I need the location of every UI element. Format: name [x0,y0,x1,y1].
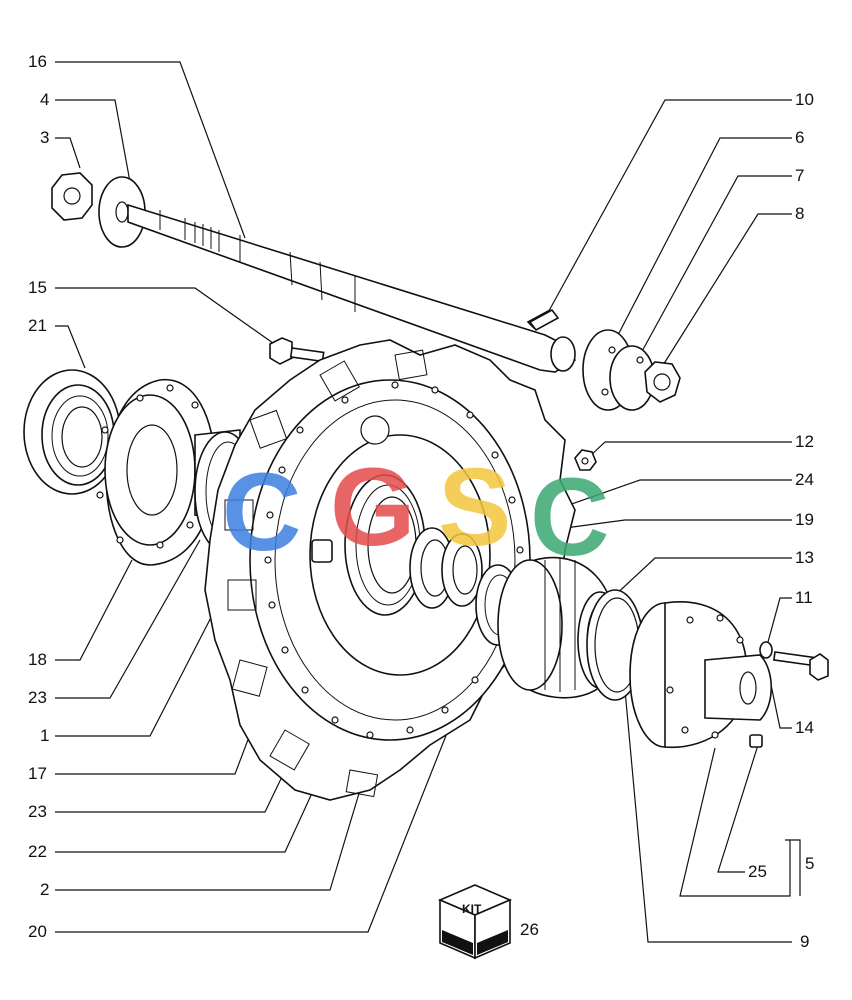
watermark-letter-g: G [330,446,416,569]
callout-23-b: 23 [28,802,47,821]
callout-labels: 16 4 3 15 21 18 23 1 17 23 22 2 20 10 6 … [28,52,814,951]
callout-13: 13 [795,548,814,567]
callout-26: 26 [520,920,539,939]
ring-nut-part-24 [409,527,483,609]
callout-10: 10 [795,90,814,109]
callout-16: 16 [28,52,47,71]
callout-11: 11 [795,588,813,607]
kit-box-icon: KIT [437,884,513,960]
callout-1: 1 [40,726,49,745]
dowel-part-25 [749,734,763,748]
washer-part-4 [98,176,146,248]
callout-8: 8 [795,204,804,223]
callout-24: 24 [795,470,814,489]
flange-parts-6-7-8 [582,329,681,411]
callout-21: 21 [28,316,47,335]
bearing-part-21 [23,369,121,495]
cover-part-5 [629,601,772,749]
callout-22: 22 [28,842,47,861]
leader-lines [55,61,801,943]
washer-part-11 [759,641,773,659]
callout-12: 12 [795,432,814,451]
bolt-part-17 [311,539,333,563]
bolt-part-15 [269,337,325,365]
callout-9: 9 [800,932,809,951]
o-ring-part-13 [586,589,644,701]
callout-25: 25 [748,862,767,881]
watermark-letter-c2: C [530,456,609,579]
callout-19: 19 [795,510,814,529]
callout-3: 3 [40,128,49,147]
nut-part-12 [574,449,597,471]
callout-7: 7 [795,166,804,185]
key-part-10 [528,308,560,332]
nut-part-3 [51,172,93,221]
callout-20: 20 [28,922,47,941]
callout-4: 4 [40,90,49,109]
callout-23-a: 23 [28,688,47,707]
watermark-logo: C G S C [222,446,609,579]
callout-6: 6 [795,128,804,147]
watermark-letter-c1: C [222,451,301,574]
seal-ring-part-23-right [344,474,426,616]
callout-15: 15 [28,278,47,297]
callout-17: 17 [28,764,47,783]
callout-5: 5 [805,854,814,873]
callout-14: 14 [795,718,814,737]
watermark-letter-s: S [438,446,511,569]
callout-18: 18 [28,650,47,669]
bolt-part-14 [772,651,829,681]
callout-2: 2 [40,880,49,899]
kit-label: KIT [462,902,482,916]
